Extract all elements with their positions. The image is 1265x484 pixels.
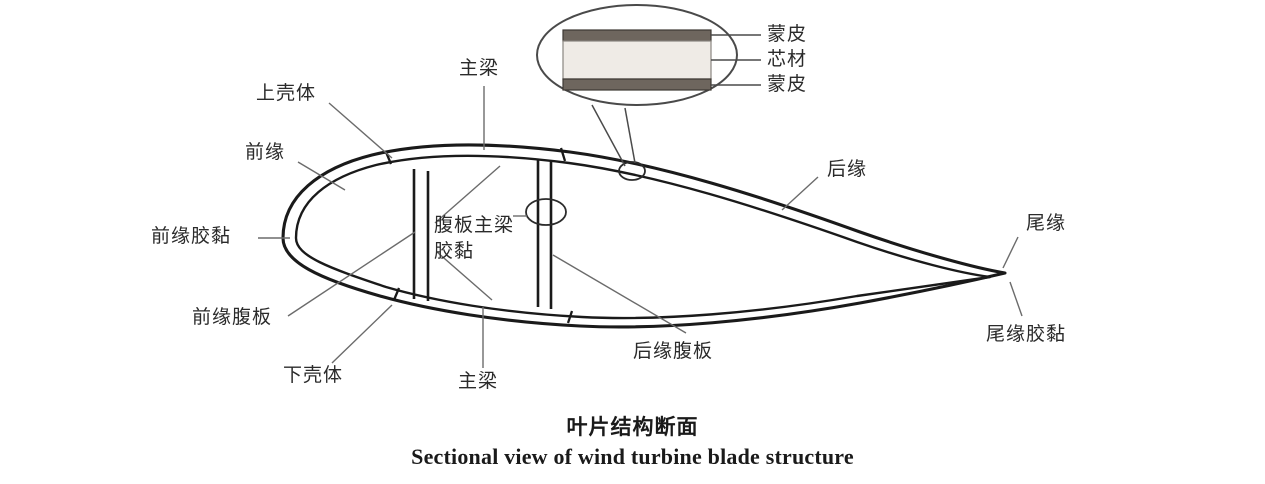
web-bond-marker — [525, 198, 567, 226]
core-layer — [562, 40, 712, 80]
label-web-spar-adhesive: 腹板主梁 胶黏 — [434, 215, 515, 262]
leader-leading-edge — [297, 161, 346, 191]
leader-te-web — [552, 254, 687, 334]
label-leading-edge-web: 前缘腹板 — [192, 307, 273, 328]
caption-english: Sectional view of wind turbine blade str… — [411, 444, 854, 469]
label-leading-edge: 前缘 — [245, 142, 286, 163]
label-main-spar-top: 主梁 — [459, 58, 500, 79]
label-core: 芯材 — [767, 49, 808, 70]
leader-lower-shell — [331, 304, 393, 364]
airfoil-inner-contour — [294, 154, 992, 320]
label-skin-bottom: 蒙皮 — [767, 74, 808, 95]
detail-callout-leaders — [711, 34, 761, 86]
skin-bottom-layer — [562, 78, 712, 91]
magnifier-cone — [591, 104, 636, 167]
magnifier-source-marker — [618, 161, 646, 181]
leader-tail-adhesive — [1009, 281, 1023, 317]
leader-le-web — [287, 231, 416, 317]
label-trailing-edge: 后缘 — [827, 159, 868, 180]
rear-shear-web — [536, 160, 553, 309]
front-shear-web — [412, 169, 430, 301]
label-tail-edge: 尾缘 — [1026, 213, 1067, 234]
sandwich-laminate-stack — [562, 29, 712, 91]
leader-web-spar-adhesive-front — [434, 165, 501, 224]
caption-chinese: 叶片结构断面 — [566, 415, 699, 439]
label-trailing-edge-web: 后缘腹板 — [633, 341, 714, 362]
label-upper-shell: 上壳体 — [256, 83, 317, 104]
leader-upper-shell — [328, 102, 393, 159]
leader-trailing-edge — [781, 176, 819, 211]
leader-web-spar-adhesive-front2 — [436, 251, 493, 301]
label-lower-shell: 下壳体 — [283, 365, 344, 386]
leader-tail-edge — [1002, 236, 1019, 269]
label-leading-edge-adhesive: 前缘胶黏 — [151, 226, 232, 247]
part-label-leaders — [258, 86, 1023, 368]
label-skin-top: 蒙皮 — [767, 24, 808, 45]
label-tail-edge-adhesive: 尾缘胶黏 — [986, 324, 1067, 345]
skin-top-layer — [562, 29, 712, 42]
label-main-spar-bottom: 主梁 — [458, 371, 499, 392]
